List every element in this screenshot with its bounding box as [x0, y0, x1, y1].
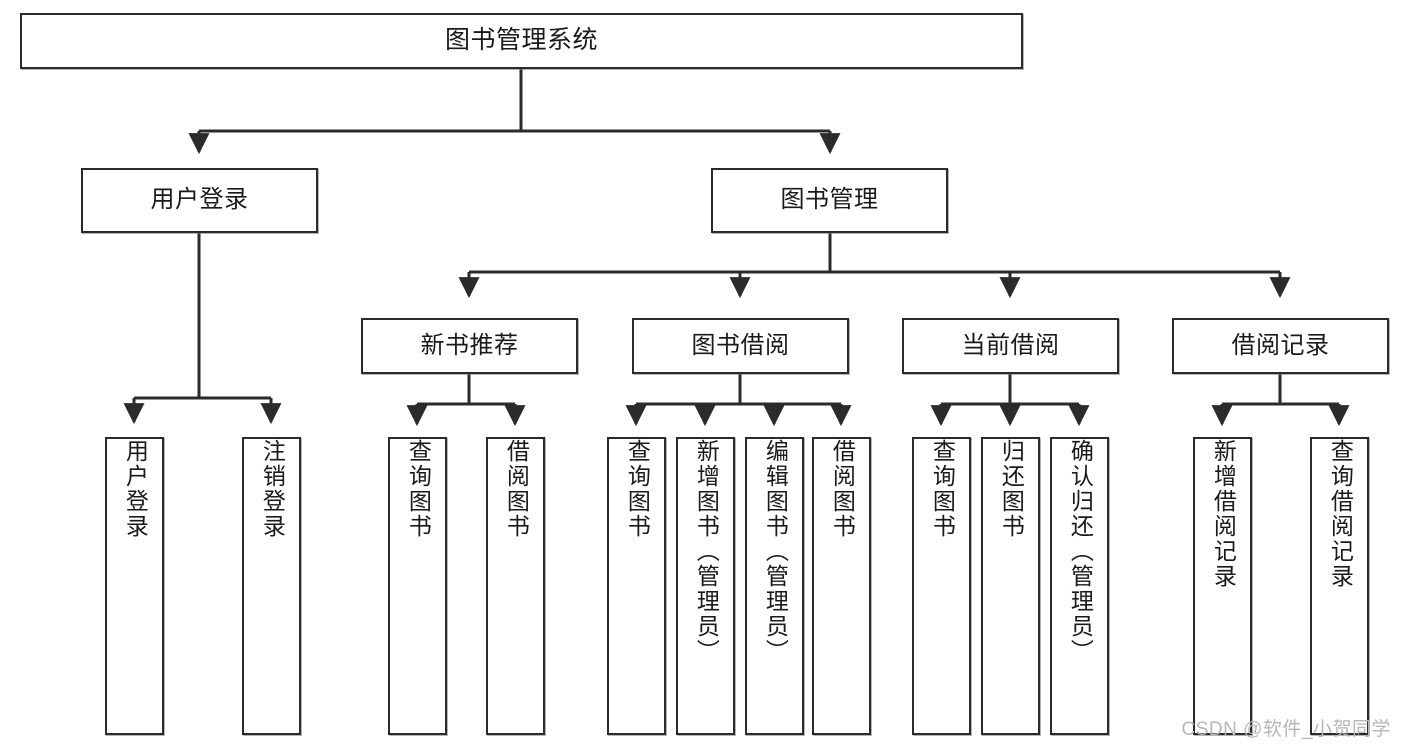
- node-borrow-record[interactable]: 借阅记录: [1172, 318, 1389, 374]
- node-leaf-borrow-add-label: 新增图书（管理员）: [693, 439, 720, 664]
- node-current-borrow[interactable]: 当前借阅: [902, 318, 1119, 374]
- node-leaf-cur-confirm[interactable]: 确认归还（管理员）: [1050, 437, 1109, 735]
- node-leaf-user-logout-label: 注销登录: [259, 439, 286, 539]
- node-borrow-record-label: 借阅记录: [1231, 331, 1330, 359]
- node-leaf-borrow-add[interactable]: 新增图书（管理员）: [676, 437, 735, 735]
- node-leaf-borrow-edit[interactable]: 编辑图书（管理员）: [745, 437, 804, 735]
- node-book-manage[interactable]: 图书管理: [711, 168, 948, 233]
- node-leaf-rec-borrow-label: 借阅图书: [503, 439, 530, 539]
- node-leaf-rec-borrow[interactable]: 借阅图书: [486, 437, 545, 735]
- node-book-borrow[interactable]: 图书借阅: [632, 318, 849, 374]
- node-leaf-user-logout[interactable]: 注销登录: [242, 437, 301, 735]
- node-leaf-cur-return[interactable]: 归还图书: [981, 437, 1040, 735]
- node-leaf-rec-query[interactable]: 查询图书: [388, 437, 447, 735]
- node-leaf-borrow-query-label: 查询图书: [624, 439, 651, 539]
- node-leaf-rec-add[interactable]: 新增借阅记录: [1193, 437, 1252, 735]
- node-user-login[interactable]: 用户登录: [81, 168, 318, 233]
- node-leaf-cur-confirm-label: 确认归还（管理员）: [1067, 439, 1094, 664]
- node-book-borrow-label: 图书借阅: [691, 331, 790, 359]
- node-leaf-rec-query-label: 查询图书: [405, 439, 432, 539]
- node-leaf-user-login-label: 用户登录: [122, 439, 149, 539]
- node-leaf-rec-query2-label: 查询借阅记录: [1327, 439, 1354, 589]
- node-leaf-borrow-lend-label: 借阅图书: [829, 439, 856, 539]
- node-leaf-rec-query2[interactable]: 查询借阅记录: [1310, 437, 1369, 735]
- node-new-book-rec[interactable]: 新书推荐: [361, 318, 578, 374]
- watermark-text: CSDN @软件_小贺同学: [1181, 719, 1391, 740]
- node-leaf-borrow-edit-label: 编辑图书（管理员）: [762, 439, 789, 664]
- node-book-manage-label: 图书管理: [780, 186, 879, 214]
- node-new-book-rec-label: 新书推荐: [420, 331, 519, 359]
- node-root-label: 图书管理系统: [444, 26, 598, 55]
- node-leaf-cur-return-label: 归还图书: [998, 439, 1025, 539]
- node-leaf-borrow-query[interactable]: 查询图书: [607, 437, 666, 735]
- node-leaf-user-login[interactable]: 用户登录: [105, 437, 164, 735]
- node-leaf-rec-add-label: 新增借阅记录: [1210, 439, 1237, 589]
- node-current-borrow-label: 当前借阅: [961, 331, 1060, 359]
- node-root[interactable]: 图书管理系统: [20, 13, 1023, 69]
- node-leaf-cur-query[interactable]: 查询图书: [912, 437, 971, 735]
- node-leaf-cur-query-label: 查询图书: [929, 439, 956, 539]
- node-leaf-borrow-lend[interactable]: 借阅图书: [812, 437, 871, 735]
- node-user-login-label: 用户登录: [150, 186, 249, 214]
